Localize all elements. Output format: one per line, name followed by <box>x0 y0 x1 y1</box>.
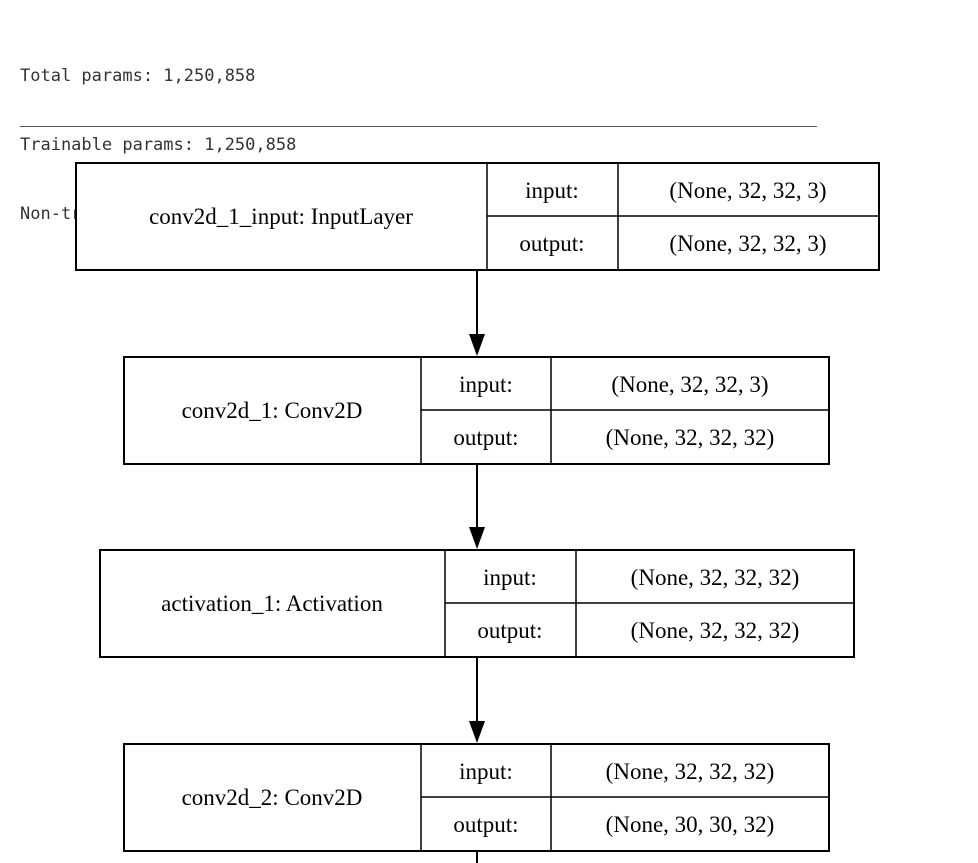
edge-arrow <box>469 270 485 356</box>
input-shape: (None, 32, 32, 32) <box>631 565 800 590</box>
output-shape: (None, 32, 32, 3) <box>669 231 826 256</box>
layer-name: conv2d_1: Conv2D <box>182 398 363 423</box>
layer-node-conv2d-1-input: conv2d_1_input: InputLayer input: output… <box>75 162 880 271</box>
output-shape: (None, 32, 32, 32) <box>606 425 775 450</box>
summary-divider <box>20 126 817 127</box>
input-shape: (None, 32, 32, 3) <box>611 372 768 397</box>
layer-node-conv2d-1: conv2d_1: Conv2D input: output: (None, 3… <box>123 356 830 465</box>
edge-arrow <box>469 464 485 549</box>
output-label: output: <box>453 812 518 837</box>
arrowhead-icon <box>469 527 485 549</box>
arrowhead-icon <box>469 334 485 356</box>
layer-name: conv2d_2: Conv2D <box>182 785 363 810</box>
output-shape: (None, 32, 32, 32) <box>631 618 800 643</box>
output-shape: (None, 30, 30, 32) <box>606 812 775 837</box>
layer-name: conv2d_1_input: InputLayer <box>149 204 413 229</box>
input-label: input: <box>525 178 579 203</box>
input-label: input: <box>459 372 513 397</box>
input-label: input: <box>483 565 537 590</box>
layer-node-conv2d-2: conv2d_2: Conv2D input: output: (None, 3… <box>123 743 830 852</box>
layer-name: activation_1: Activation <box>161 591 383 616</box>
arrowhead-icon <box>469 721 485 743</box>
output-label: output: <box>453 425 518 450</box>
output-label: output: <box>477 618 542 643</box>
trainable-params-text: Trainable params: 1,250,858 <box>20 135 297 155</box>
total-params-text: Total params: 1,250,858 <box>20 66 256 86</box>
layer-node-activation-1: activation_1: Activation input: output: … <box>99 549 855 658</box>
input-label: input: <box>459 759 513 784</box>
output-label: output: <box>519 231 584 256</box>
input-shape: (None, 32, 32, 32) <box>606 759 775 784</box>
edge-arrow <box>469 657 485 743</box>
input-shape: (None, 32, 32, 3) <box>669 178 826 203</box>
